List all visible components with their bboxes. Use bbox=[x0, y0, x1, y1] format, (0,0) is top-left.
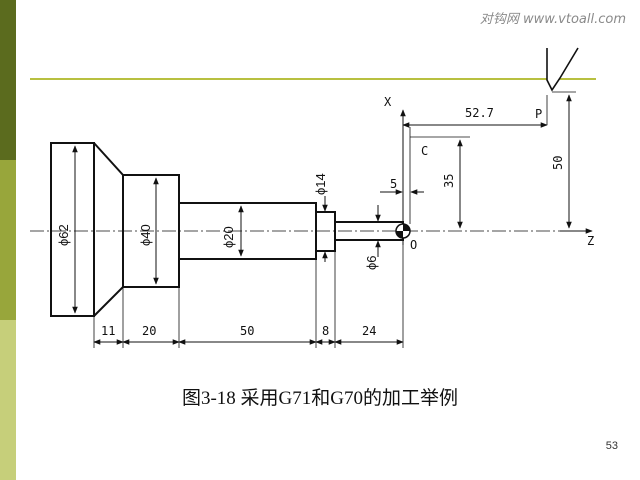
left-accent-bar-bottom bbox=[0, 320, 16, 480]
origin-label: O bbox=[410, 238, 417, 252]
dim-b11: 11 bbox=[101, 324, 115, 338]
watermark: 对钩网 www.vtoall.com bbox=[479, 12, 626, 27]
axis-z-label: Z bbox=[587, 234, 594, 248]
dim-d14: ϕ14 bbox=[313, 173, 328, 195]
workpiece-outline bbox=[50, 142, 404, 317]
dim-b20: 20 bbox=[142, 324, 156, 338]
origin-marker bbox=[395, 223, 411, 239]
dim-b8: 8 bbox=[322, 324, 329, 338]
left-accent-bar-middle bbox=[0, 160, 16, 320]
dim-v50: 50 bbox=[551, 156, 565, 170]
left-accent-bar-top bbox=[0, 0, 16, 160]
dim-d62: ϕ62 bbox=[56, 224, 71, 246]
dim-b24: 24 bbox=[362, 324, 376, 338]
dim-top-52-7: 52.7 bbox=[465, 106, 494, 120]
point-c-label: C bbox=[421, 144, 428, 158]
dim-d6: ϕ6 bbox=[364, 255, 379, 270]
figure-caption: 图3-18 采用G71和G70的加工举例 bbox=[181, 388, 459, 409]
dim-b50: 50 bbox=[240, 324, 254, 338]
axis-x-label: X bbox=[384, 95, 392, 109]
point-p-label: P bbox=[535, 107, 542, 121]
dim-v5: 5 bbox=[390, 177, 397, 191]
dim-v35: 35 bbox=[442, 174, 456, 188]
dim-d40: ϕ40 bbox=[138, 224, 153, 246]
dim-d20: ϕ20 bbox=[221, 226, 236, 248]
cutting-tool bbox=[546, 47, 579, 92]
page-number: 53 bbox=[605, 440, 618, 452]
